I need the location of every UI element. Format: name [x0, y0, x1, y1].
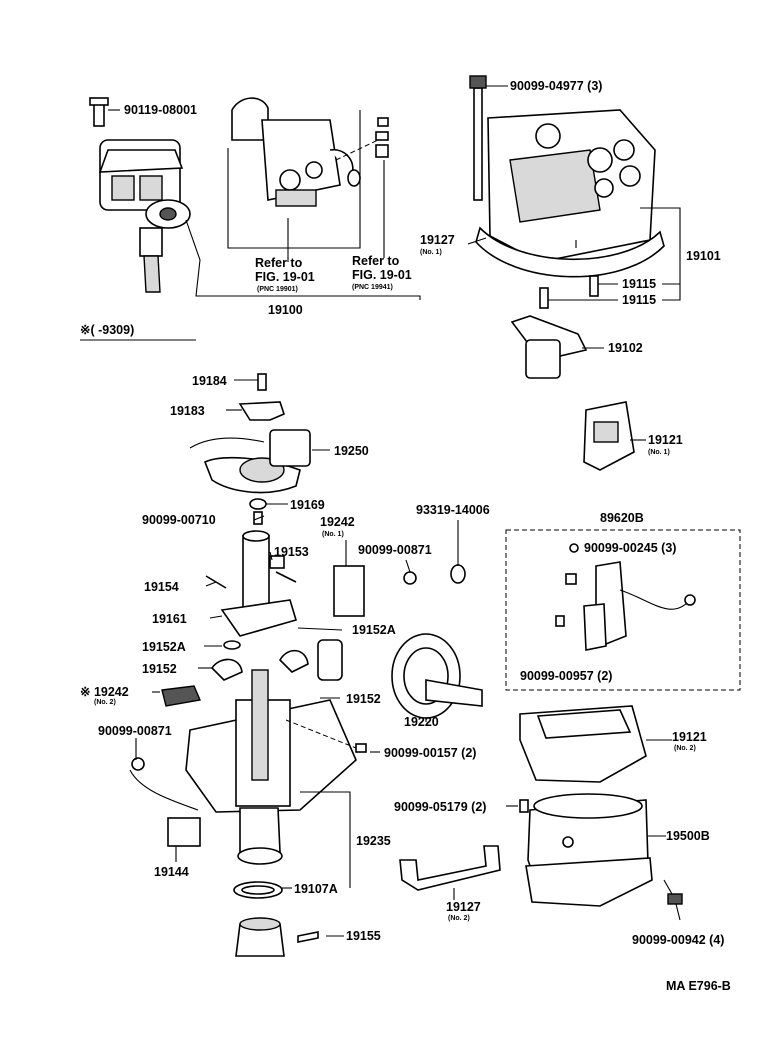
label-19121-no1-sub: (No. 1): [648, 449, 670, 456]
label-90099-00871-a: 90099-00871: [358, 543, 432, 557]
distributor-housing-illustration: [129, 669, 367, 865]
label-19155: 19155: [346, 929, 381, 943]
label-19183: 19183: [170, 404, 205, 418]
label-19161: 19161: [152, 612, 187, 626]
label-19169: 19169: [290, 498, 325, 512]
label-19250: 19250: [334, 444, 369, 458]
label-93319-14006: 93319-14006: [416, 503, 490, 517]
noise-filter-box: [505, 529, 741, 691]
label-19121-no2-sub: (No. 2): [674, 745, 696, 752]
label-19242-no2: ※ 19242: [80, 685, 129, 699]
label-90099-00710: 90099-00710: [142, 513, 216, 527]
label-19121-no2: 19121: [672, 730, 707, 744]
label-19127-no1: 19127: [420, 233, 455, 247]
ignition-coil-illustration: [227, 97, 389, 262]
rotor-illustration: [510, 315, 588, 379]
label-19121-no1: 19121: [648, 433, 683, 447]
label-19500B: 19500B: [666, 829, 710, 843]
bracket-illustration: [519, 793, 683, 907]
refer-a-line2: FIG. 19-01: [255, 270, 315, 284]
gasket-illustration: [399, 845, 501, 891]
label-19154: 19154: [144, 580, 179, 594]
label-90099-00245: 90099-00245 (3): [584, 541, 676, 555]
o-ring-and-gear-illustration: [233, 881, 319, 957]
distributor-shaft-illustration: [205, 530, 297, 637]
label-19100: 19100: [268, 303, 303, 317]
igniter-cover-illustration: [519, 705, 647, 783]
label-19152-a: 19152: [142, 662, 177, 676]
diagram-code: MA E796-B: [666, 979, 731, 993]
distributor-assembly-illustration: [89, 97, 421, 300]
label-19235: 19235: [356, 834, 391, 848]
label-19127-no2: 19127: [446, 900, 481, 914]
refer-b-line3: (PNC 19941): [352, 284, 393, 291]
igniter-illustration: [583, 401, 635, 471]
label-19115-a: 19115: [622, 277, 656, 291]
label-19152-b: 19152: [346, 692, 381, 706]
label-90099-00157: 90099-00157 (2): [384, 746, 476, 760]
label-19153: 19153: [274, 545, 309, 559]
label-19220: 19220: [404, 715, 439, 729]
refer-a-line1: Refer to: [255, 256, 303, 270]
label-note: ※( -9309): [80, 323, 134, 337]
label-90119-08001: 90119-08001: [124, 103, 197, 117]
label-90099-00871-b: 90099-00871: [98, 724, 172, 738]
label-19115-b: 19115: [622, 293, 656, 307]
label-90099-04977: 90099-04977 (3): [510, 79, 602, 93]
label-19152A-b: 19152A: [352, 623, 396, 637]
label-90099-00942: 90099-00942 (4): [632, 933, 724, 947]
label-19102: 19102: [608, 341, 643, 355]
label-19242-no1-sub: (No. 1): [322, 531, 344, 538]
callout-labels: 90119-08001 90099-04977 (3) 19127 (No. 1…: [80, 79, 731, 993]
label-19152A-a: 19152A: [142, 640, 186, 654]
refer-b-line2: FIG. 19-01: [352, 268, 412, 282]
refer-a-line3: (PNC 19901): [257, 286, 298, 293]
label-19242-no1: 19242: [320, 515, 355, 529]
leader-lines: [108, 85, 681, 937]
refer-b-line1: Refer to: [352, 254, 400, 268]
label-19127-no2-sub: (No. 2): [448, 915, 470, 922]
label-19127-no1-sub: (No. 1): [420, 249, 442, 256]
label-90099-05179: 90099-05179 (2): [394, 800, 486, 814]
vacuum-advancer-illustration: [391, 633, 483, 719]
label-19144: 19144: [154, 865, 189, 879]
label-89620B: 89620B: [600, 511, 644, 525]
label-19101: 19101: [686, 249, 721, 263]
label-19242-no2-sub: (No. 2): [94, 699, 116, 706]
distributor-cap-illustration: [469, 75, 665, 309]
label-90099-00957: 90099-00957 (2): [520, 669, 612, 683]
label-19184: 19184: [192, 374, 227, 388]
label-19107A: 19107A: [294, 882, 338, 896]
governor-weights-illustration: [210, 564, 466, 681]
